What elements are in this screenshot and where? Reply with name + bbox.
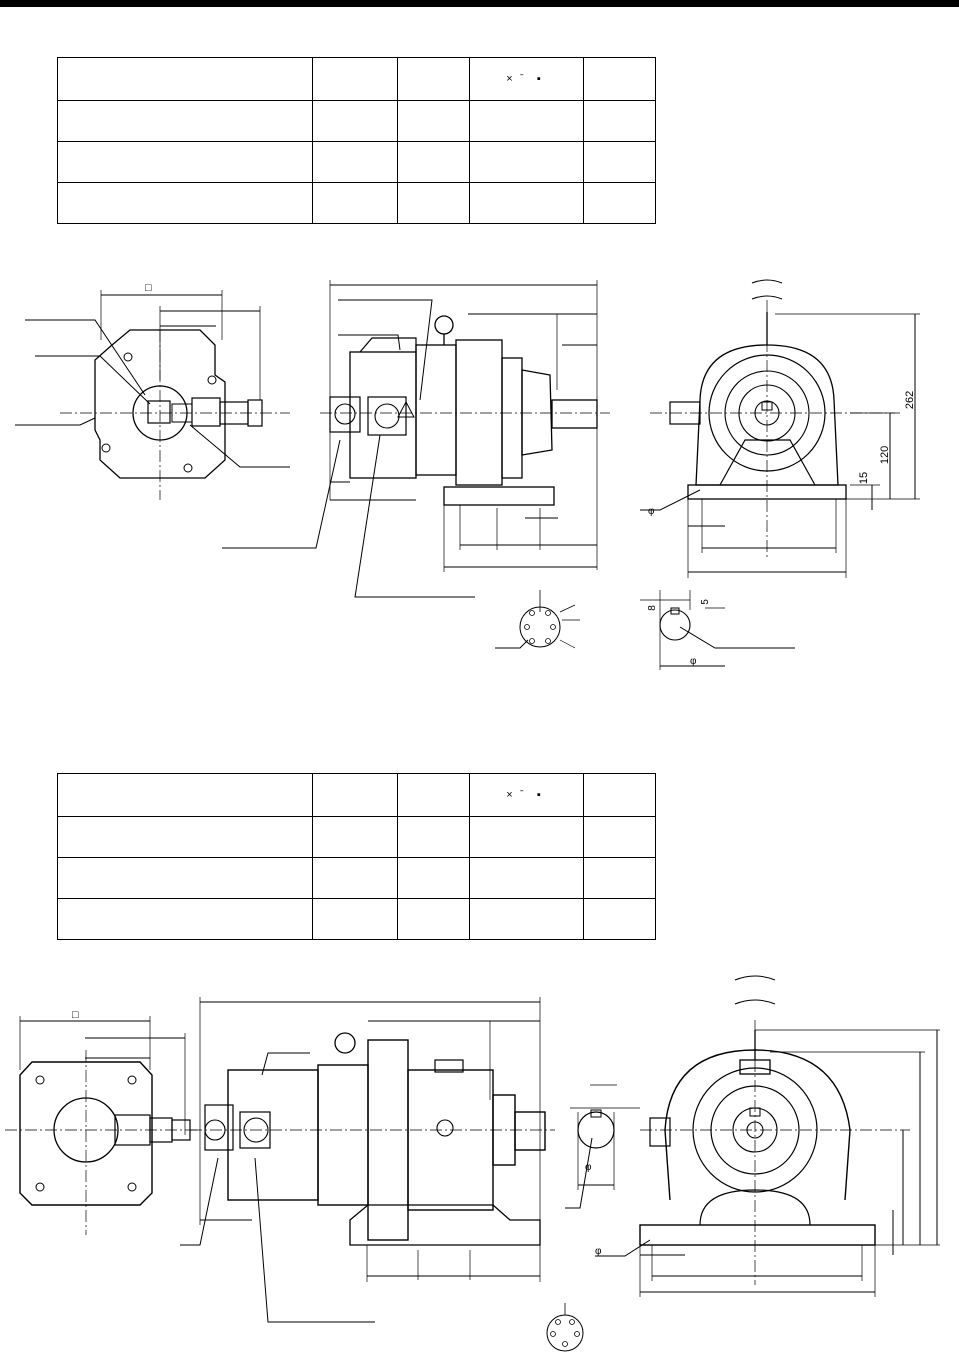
shaft-dia-symbol: φ [690, 656, 697, 667]
table-cell [583, 141, 656, 183]
table-cell [57, 816, 313, 858]
dia-symbol-2: φ [595, 1246, 602, 1257]
dim-key-depth-label: 8 [647, 605, 658, 611]
dim-key-width-label: 5 [700, 599, 711, 605]
drawing-2-front-view: φ φ [565, 975, 940, 1297]
drawing-2-end-view: □ [5, 1009, 200, 1235]
table-header-cell [57, 773, 313, 817]
table-header-cell [397, 57, 470, 101]
table-header-cell: × ̄ ▪ [469, 773, 584, 817]
drawing-1-end-view: □ [15, 282, 290, 500]
table-cell [583, 100, 656, 142]
dim-shaft-height-label: 120 [879, 446, 891, 464]
table-cell [57, 141, 313, 183]
table-cell [312, 182, 398, 224]
table-cell [469, 898, 584, 940]
table-cell [583, 857, 656, 899]
table-row [57, 816, 656, 858]
table-row [57, 857, 656, 899]
table-cell [583, 182, 656, 224]
table-cell [397, 182, 470, 224]
table-cell [469, 100, 584, 142]
dim-foot-label: 15 [858, 472, 870, 484]
drawing-2-side-view [180, 997, 584, 1352]
table-cell [397, 100, 470, 142]
square-symbol: □ [145, 282, 152, 294]
shaft-dia-symbol-2: φ [585, 1162, 592, 1173]
spec-table-1: × ̄ ▪ [57, 57, 656, 224]
drawing-1-side-view [222, 280, 610, 649]
table-cell [583, 898, 656, 940]
dim-height-label: 262 [904, 391, 916, 409]
table-header-row: × ̄ ▪ [57, 773, 656, 817]
table-cell [312, 898, 398, 940]
table-cell [469, 182, 584, 224]
table-row [57, 182, 656, 224]
header-symbols: × ̄ ▪ [506, 73, 547, 85]
table-cell [57, 182, 313, 224]
top-rule [0, 0, 959, 7]
square-symbol-2: □ [72, 1009, 79, 1021]
header-symbols: × ̄ ▪ [506, 789, 547, 801]
dia-symbol: φ [648, 506, 655, 517]
spec-table-2: × ̄ ▪ [57, 773, 656, 940]
table-row [57, 898, 656, 940]
drawing-1-front-view: 262 120 15 φ 8 5 φ [640, 279, 920, 670]
table-cell [583, 816, 656, 858]
table-header-row: × ̄ ▪ [57, 57, 656, 101]
table-row [57, 141, 656, 183]
table-cell [57, 898, 313, 940]
table-cell [397, 141, 470, 183]
